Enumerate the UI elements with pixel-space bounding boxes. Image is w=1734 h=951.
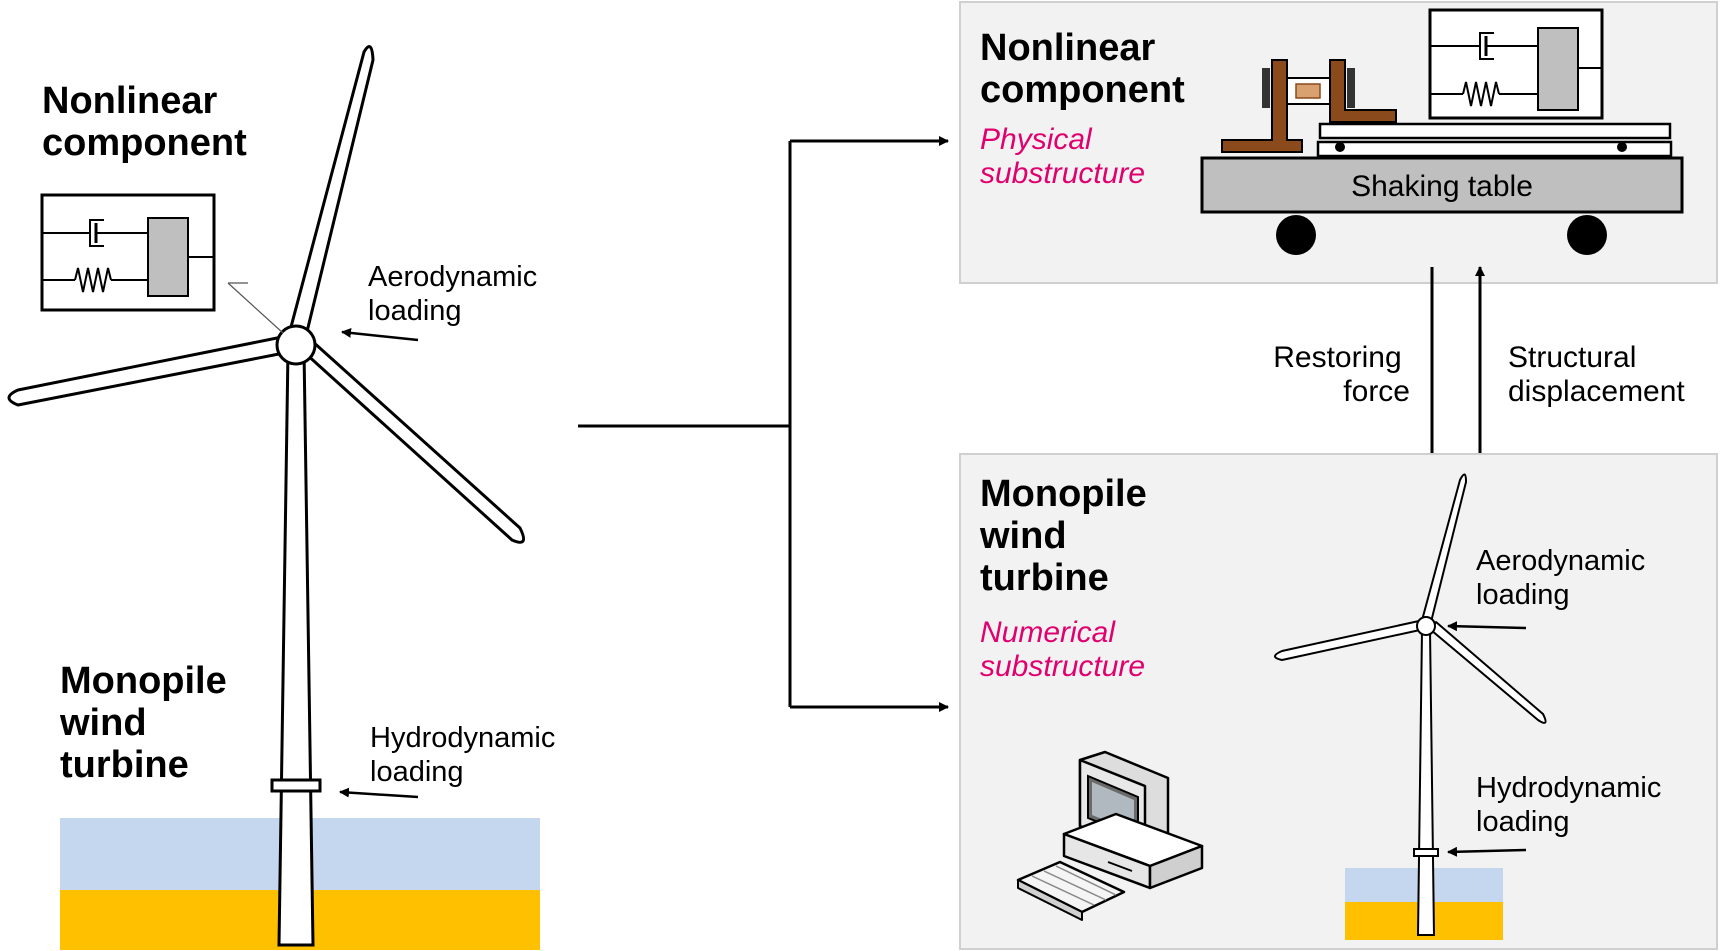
hub [275, 324, 317, 366]
left-hydro-label: Hydrodynamic loading [370, 722, 563, 788]
structural-displacement-label: Structural displacement [1508, 341, 1685, 408]
wheel-right [1567, 215, 1607, 255]
blade-right [303, 339, 526, 544]
left-nonlinear-title: Nonlinear component [42, 80, 247, 164]
numerical-panel: Monopile wind turbine Numerical substruc… [959, 453, 1718, 950]
physical-title: Nonlinear component [980, 27, 1185, 111]
spring-icon [74, 267, 112, 293]
shaking-table-label: Shaking table [1351, 170, 1533, 203]
wheel-left [1276, 215, 1316, 255]
left-turbine-figure: Nonlinear component Aerodynamic loading … [7, 45, 563, 950]
small-aero-arrow [1447, 621, 1527, 632]
aero-arrow [341, 327, 419, 342]
numerical-title: Monopile wind turbine [979, 473, 1157, 599]
small-hub [1416, 616, 1436, 636]
numerical-hydro-label: Hydrodynamic loading [1476, 772, 1669, 838]
shaking-table [1200, 156, 1684, 214]
tower [277, 348, 315, 947]
left-aero-label: Aerodynamic loading [368, 261, 545, 327]
physical-subtitle: Physical substructure [980, 123, 1145, 190]
small-blade-up [1420, 473, 1467, 627]
damper-icon [89, 219, 104, 247]
hydro-arrow [339, 787, 419, 799]
blade-up [285, 45, 375, 346]
restoring-force-label: Restoring force [1273, 341, 1410, 408]
numerical-aero-label: Aerodynamic loading [1476, 545, 1653, 611]
small-blade-right [1430, 621, 1547, 724]
small-blade-left [1274, 620, 1421, 661]
small-tower [1416, 629, 1436, 936]
mass-block [147, 217, 189, 297]
small-hydro-arrow [1447, 846, 1527, 857]
physical-msd-frame [1428, 8, 1604, 120]
left-monopile-title: Monopile wind turbine [59, 660, 237, 786]
splitter-connector [578, 136, 949, 712]
numerical-subtitle: Numerical substructure [980, 616, 1145, 683]
exchange-arrows: Restoring force Structural displacement [1273, 266, 1685, 471]
transition-collar [270, 778, 322, 793]
physical-brackets [1221, 59, 1397, 153]
blade-left [7, 335, 286, 407]
nonlinear-inset [40, 193, 216, 312]
inset-leader-line [227, 282, 284, 334]
computer-icon [1016, 750, 1204, 921]
physical-panel: Shaking table Nonlinear component Physic… [959, 1, 1718, 284]
